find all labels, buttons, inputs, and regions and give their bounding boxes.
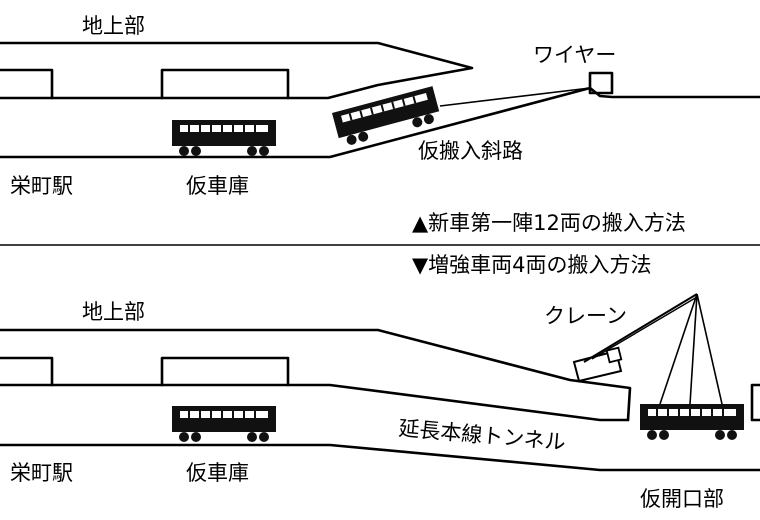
top-depot-box xyxy=(160,68,290,100)
top-diagram: 地上部 ワイヤー 仮搬入斜路 栄町駅 仮車庫 xyxy=(0,14,760,198)
top-wire-cable xyxy=(439,87,591,107)
crane-cable-right xyxy=(696,293,723,405)
bottom-lifted-railcar xyxy=(640,404,744,440)
opening-label: 仮開口部 xyxy=(640,487,724,511)
top-station-box xyxy=(0,68,54,100)
top-ramp-label: 仮搬入斜路 xyxy=(418,139,523,163)
top-surface-structure xyxy=(0,41,474,100)
top-depot-label: 仮車庫 xyxy=(186,174,249,198)
bottom-surface-label: 地上部 xyxy=(82,300,145,324)
top-station-label: 栄町駅 xyxy=(10,174,73,198)
method-new-cars-caption: ▲新車第一陣12両の搬入方法 xyxy=(412,211,686,235)
crane xyxy=(572,293,723,405)
crane-boom-inner xyxy=(591,296,698,360)
bottom-right-edge xyxy=(750,383,760,422)
top-surface-label: 地上部 xyxy=(82,14,145,38)
crane-cable-center xyxy=(689,293,698,405)
bottom-depot-box xyxy=(160,356,290,387)
bottom-station-box xyxy=(0,356,54,387)
crane-label: クレーン xyxy=(544,304,627,328)
top-depot-railcar xyxy=(172,120,276,156)
crane-cable-left xyxy=(659,293,698,405)
top-wire-anchor xyxy=(588,71,614,95)
bottom-station-label: 栄町駅 xyxy=(10,461,73,485)
crane-operator-box xyxy=(605,346,623,364)
bottom-tunnel-roof xyxy=(0,383,630,422)
top-wire-label: ワイヤー xyxy=(533,43,616,67)
bottom-depot-label: 仮車庫 xyxy=(186,461,249,485)
bottom-depot-railcar xyxy=(172,406,276,442)
bottom-surface-structure xyxy=(0,328,632,422)
bottom-tunnel-floor xyxy=(0,443,760,472)
tunnel-label: 延長本線トンネル xyxy=(398,416,567,455)
bottom-diagram: 地上部 クレーン 延長本線トンネル 栄町駅 仮車庫 仮開口部 xyxy=(0,293,760,511)
method-added-cars-caption: ▼増強車両4両の搬入方法 xyxy=(412,253,652,277)
crane-boom xyxy=(583,293,698,363)
